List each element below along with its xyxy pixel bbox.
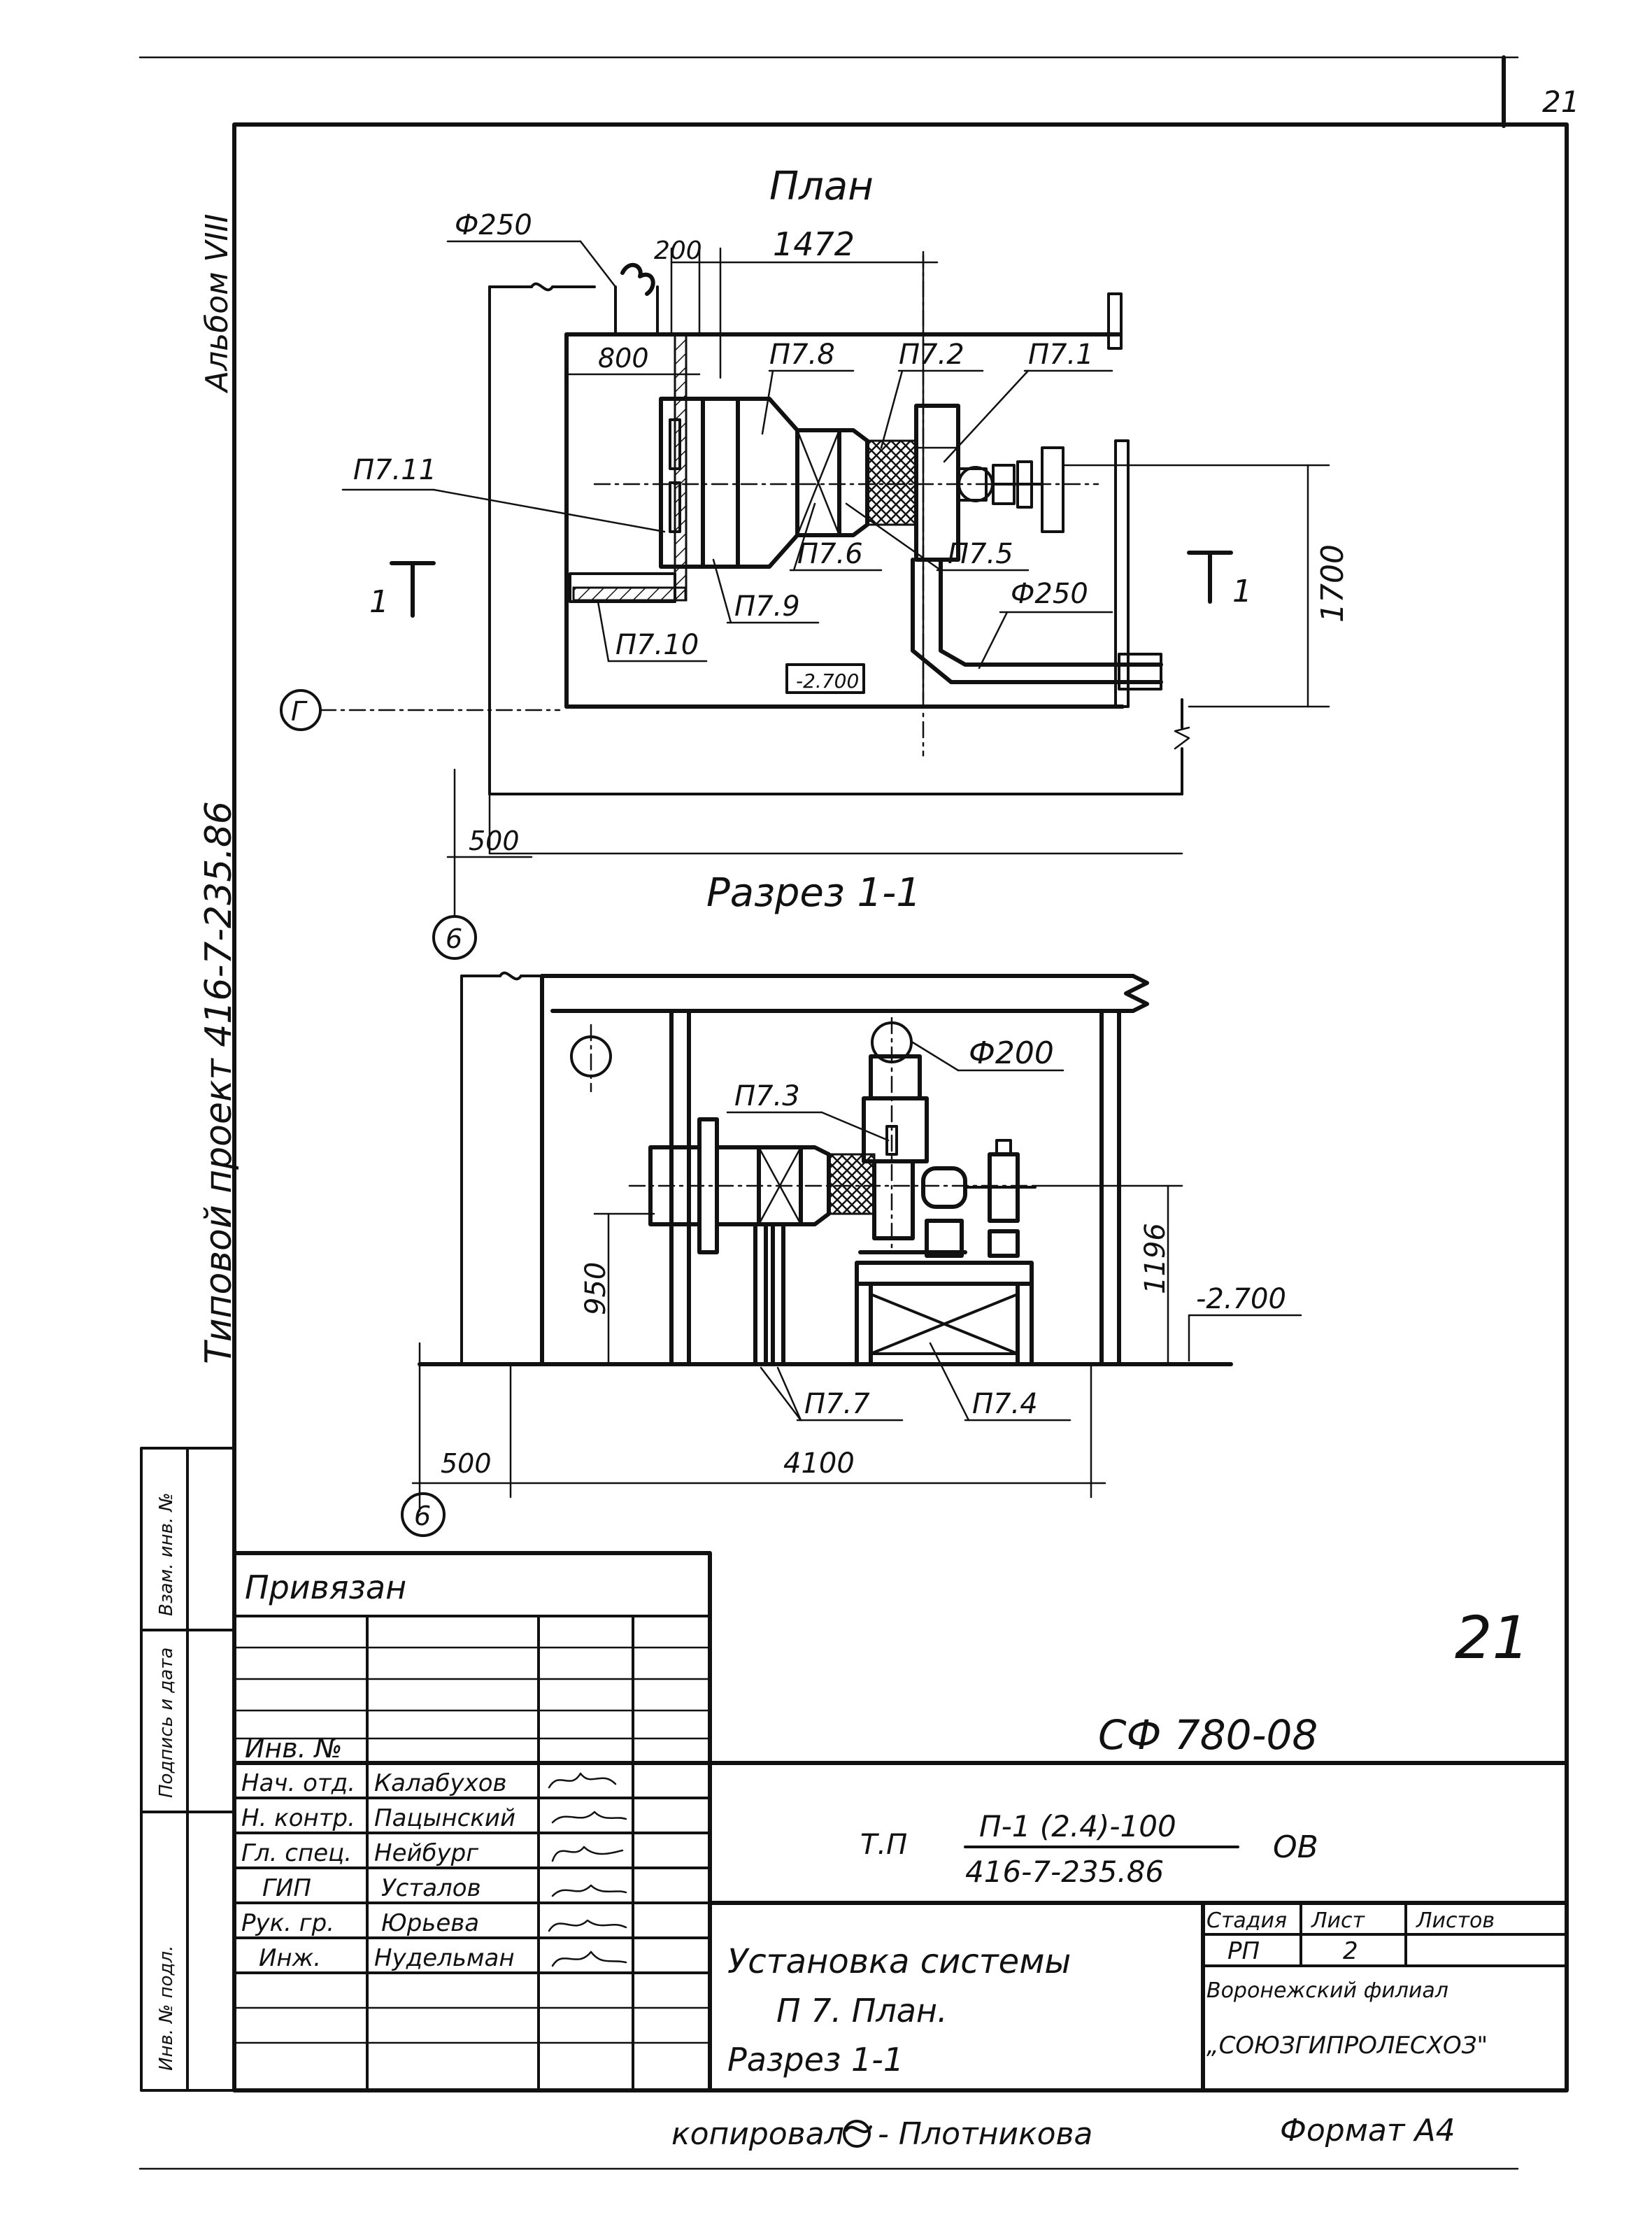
label-p711: П7.11 <box>353 454 436 486</box>
label-p76: П7.6 <box>797 538 863 570</box>
tb-name-0: Калабухов <box>374 1769 507 1797</box>
tb-doc-code-top: П-1 (2.4)-100 <box>979 1809 1176 1843</box>
label-p71: П7.1 <box>1028 339 1094 371</box>
tb-sheets-label: Листов <box>1416 1908 1495 1933</box>
tb-desc-line2: П 7. План. <box>776 1992 948 2030</box>
tb-inv-label: Инв. № <box>245 1733 342 1764</box>
section-dim-4100: 4100 <box>783 1447 855 1480</box>
section-dim-950: 950 <box>580 1262 612 1315</box>
label-p73: П7.3 <box>734 1080 800 1112</box>
footer-copied: копировал <box>671 2116 844 2152</box>
tb-stage-value: РП <box>1227 1937 1260 1965</box>
section-motor <box>921 1166 967 1209</box>
tb-stage-label: Стадия <box>1206 1908 1287 1933</box>
section-cut-right <box>1187 551 1233 604</box>
plan-dim-500: 500 <box>469 826 520 856</box>
plan-title: План <box>769 164 874 209</box>
plan-break-mark <box>530 282 554 292</box>
tb-name-3: Усталов <box>381 1874 481 1902</box>
tb-name-4: Юрьева <box>381 1909 479 1937</box>
tb-role-3: ГИП <box>262 1874 311 1902</box>
plan-dim-1700: 1700 <box>1315 544 1351 623</box>
tb-desc-line1: Установка системы <box>727 1942 1071 1981</box>
tb-role-0: Нач. отд. <box>241 1769 355 1797</box>
label-p78: П7.8 <box>769 339 835 371</box>
main-frame <box>232 122 1569 2092</box>
copier-signature-icon <box>843 2120 872 2148</box>
label-p79: П7.9 <box>734 590 800 623</box>
section-dim-d200: Ф200 <box>969 1035 1054 1071</box>
archive-code: СФ 780-08 <box>1098 1711 1318 1759</box>
footer-format: Формат А4 <box>1280 2113 1455 2148</box>
label-p710: П7.10 <box>615 629 699 661</box>
footer-copier: - Плотникова <box>878 2116 1092 2152</box>
stamp-inv-original: Инв. № подл. <box>156 1946 177 2071</box>
label-p75: П7.5 <box>948 538 1013 570</box>
signatures <box>548 1772 627 1967</box>
axis-g-label: Г <box>291 696 308 727</box>
section-cut-left-label: 1 <box>369 584 389 620</box>
plan-inner-wall-right <box>1114 439 1130 708</box>
axis-6-label-section: 6 <box>414 1501 431 1531</box>
plan-dim-200: 200 <box>654 236 702 265</box>
tb-role-4: Рук. гр. <box>241 1909 334 1937</box>
page-number: 21 <box>1542 85 1579 119</box>
label-p77: П7.7 <box>804 1388 870 1420</box>
plan-view: План <box>280 164 1351 960</box>
section-dim-1196: 1196 <box>1139 1223 1172 1294</box>
plan-filter-p72 <box>866 439 918 526</box>
section-dim-500: 500 <box>441 1448 492 1479</box>
label-p74: П7.4 <box>972 1388 1038 1420</box>
tb-doc-prefix: Т.П <box>860 1829 907 1861</box>
tb-name-2: Нейбург <box>374 1839 479 1867</box>
plan-dim-d250-top: Ф250 <box>455 209 532 241</box>
stamp-signature-date: Подпись и дата <box>156 1648 177 1798</box>
tb-sheet-value: 2 <box>1343 1937 1358 1965</box>
section-level-mark: -2.700 <box>1196 1283 1286 1315</box>
tb-org-line2: „СОЮЗГИПРОЛЕСХОЗ" <box>1206 2032 1488 2060</box>
section-title: Разрез 1-1 <box>706 870 921 916</box>
section-cut-left <box>390 561 436 618</box>
project-label: Типовой проект 416-7-235.86 <box>198 801 240 1364</box>
tb-name-1: Пацынский <box>374 1804 515 1832</box>
plan-transition-p78 <box>736 397 799 569</box>
tb-role-1: Н. контр. <box>241 1804 355 1832</box>
plan-outlet-duct <box>911 558 1163 684</box>
album-label: Альбом VIII <box>199 214 235 394</box>
plan-dim-d250-right: Ф250 <box>1011 578 1088 610</box>
tb-name-5: Нудельман <box>374 1944 515 1972</box>
section-view: Разрез 1-1 <box>401 870 1302 1537</box>
tb-desc-line3: Разрез 1-1 <box>727 2041 904 2078</box>
stamp-sheet-number: 21 <box>1455 1603 1530 1672</box>
tb-sheet-label: Лист <box>1311 1908 1366 1933</box>
tb-role-2: Гл. спец. <box>241 1839 352 1867</box>
axis-6-bubble-section <box>401 1492 446 1537</box>
label-p72: П7.2 <box>899 339 964 371</box>
tb-attached-label: Привязан <box>245 1568 406 1606</box>
plan-dim-800: 800 <box>598 343 649 374</box>
stamp-replaced-inv: Взам. инв. № <box>156 1492 177 1616</box>
tb-doc-code-bottom: 416-7-235.86 <box>965 1855 1164 1889</box>
axis-6-bubble-plan <box>432 915 477 960</box>
axis-6-label-plan: 6 <box>446 923 462 954</box>
tb-doc-mark: ОВ <box>1273 1829 1318 1865</box>
plan-dim-1472: 1472 <box>773 225 855 263</box>
section-filter <box>827 1153 876 1215</box>
side-stamp: Инв. № подл. Подпись и дата Взам. инв. № <box>140 1447 236 2092</box>
section-cut-right-label: 1 <box>1232 574 1252 609</box>
title-block: Привязан Инв. № Нач. отд. Калабухов Н. к… <box>232 1551 1569 2092</box>
plan-level-mark: -2.700 <box>796 670 859 693</box>
tb-role-5: Инж. <box>259 1944 321 1972</box>
tb-org-line1: Воронежский филиал <box>1206 1978 1448 2003</box>
